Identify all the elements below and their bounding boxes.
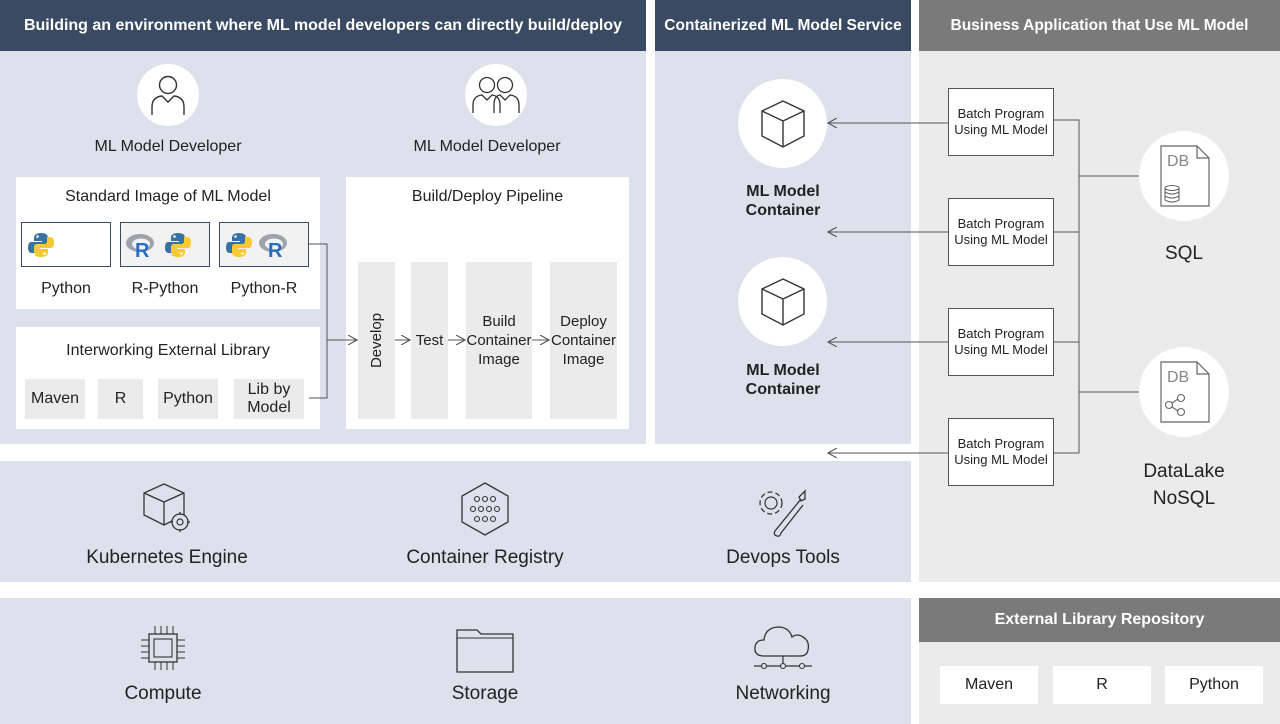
infrastructure-panel xyxy=(0,598,911,724)
repo-maven: Maven xyxy=(940,666,1038,704)
developer-group-circle xyxy=(465,64,527,126)
r-python-image-tile: R xyxy=(120,222,210,267)
external-repo-header: External Library Repository xyxy=(919,598,1280,642)
compute-label: Compute xyxy=(124,683,202,704)
networking-cloud-icon xyxy=(750,620,816,676)
standard-image-title: Standard Image of ML Model xyxy=(65,188,271,205)
lib-maven: Maven xyxy=(25,379,85,419)
nosql-label: DataLake NoSQL xyxy=(1143,461,1225,509)
developer-circle xyxy=(137,64,199,126)
image-label-r-python: R-Python xyxy=(131,280,199,297)
networking-label: Networking xyxy=(735,683,831,704)
python-logo-icon xyxy=(226,232,252,257)
person-icon xyxy=(151,75,185,115)
lib-by-model: Lib by Model xyxy=(234,379,304,419)
kubernetes-engine-label: Kubernetes Engine xyxy=(86,547,248,568)
container-label-1: ML Model Container xyxy=(745,183,821,219)
r-logo-icon: R xyxy=(259,233,287,260)
storage-folder-icon xyxy=(455,622,517,674)
sql-db-icon-text: DB xyxy=(1167,153,1189,170)
people-icon xyxy=(472,76,520,113)
container-circle-1 xyxy=(738,79,827,168)
devops-tools-icon xyxy=(751,483,815,539)
batch-program-2: Batch Program Using ML Model xyxy=(948,198,1054,266)
sql-label: SQL xyxy=(1164,243,1204,264)
python-image-tile xyxy=(21,222,111,267)
python-r-image-tile: R xyxy=(219,222,309,267)
lib-r: R xyxy=(98,379,143,419)
external-library-title: Interworking External Library xyxy=(66,342,270,359)
container-registry-label: Container Registry xyxy=(406,547,564,568)
batch-program-1: Batch Program Using ML Model xyxy=(948,88,1054,156)
repo-r: R xyxy=(1053,666,1151,704)
python-logo-icon xyxy=(165,232,191,257)
cube-icon xyxy=(760,277,805,326)
datalake-database-icon: DB xyxy=(1160,361,1210,423)
image-label-python-r: Python-R xyxy=(230,280,298,297)
stage-deploy: Deploy Container Image xyxy=(550,262,617,419)
container-registry-icon xyxy=(457,481,513,537)
stage-develop-label: Develop xyxy=(368,312,386,369)
stage-test: Test xyxy=(411,262,448,419)
stage-build: Build Container Image xyxy=(466,262,532,419)
container-label-2: ML Model Container xyxy=(745,362,821,398)
stage-develop: Develop xyxy=(358,262,395,419)
right-section-header: Business Application that Use ML Model xyxy=(919,0,1280,51)
python-logo-icon xyxy=(28,232,54,257)
nosql-db-circle: DB xyxy=(1139,347,1229,437)
svg-text:R: R xyxy=(268,240,283,260)
pipeline-title: Build/Deploy Pipeline xyxy=(411,188,564,205)
devops-tools-label: Devops Tools xyxy=(726,547,840,568)
batch-program-3: Batch Program Using ML Model xyxy=(948,308,1054,376)
developer-group-label: ML Model Developer xyxy=(413,138,561,155)
sql-database-icon: DB xyxy=(1160,145,1210,207)
kubernetes-engine-icon xyxy=(140,481,194,535)
left-section-header: Building an environment where ML model d… xyxy=(0,0,646,51)
container-circle-2 xyxy=(738,257,827,346)
lib-python: Python xyxy=(158,379,218,419)
batch-program-4: Batch Program Using ML Model xyxy=(948,418,1054,486)
developer-label: ML Model Developer xyxy=(94,138,242,155)
nosql-db-icon-text: DB xyxy=(1167,369,1189,386)
repo-python: Python xyxy=(1165,666,1263,704)
sql-db-circle: DB xyxy=(1139,131,1229,221)
compute-chip-icon xyxy=(137,622,189,674)
cube-icon xyxy=(760,99,805,148)
image-label-python: Python xyxy=(41,280,91,297)
r-logo-icon: R xyxy=(126,233,154,260)
platform-panel xyxy=(0,461,911,582)
middle-panel xyxy=(655,0,911,444)
svg-text:R: R xyxy=(135,240,150,260)
storage-label: Storage xyxy=(451,683,519,704)
middle-section-header: Containerized ML Model Service xyxy=(655,0,911,51)
